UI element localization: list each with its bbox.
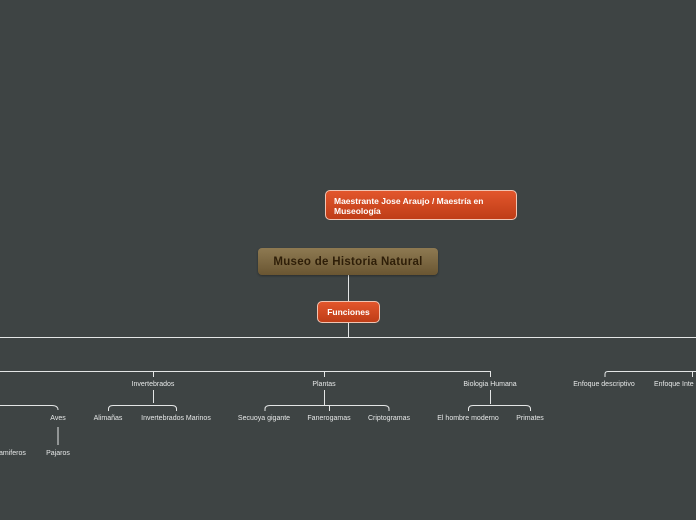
author-note-text: Maestrante Jose Araujo / Maestría en Mus… <box>334 196 484 216</box>
topic-fanerogamas[interactable]: Fanerogamas <box>307 415 351 422</box>
central-topic-node[interactable]: Museo de Historia Natural <box>258 248 438 275</box>
topic-pajaros[interactable]: Pajaros <box>46 450 70 457</box>
topic-el-hombre-moderno[interactable]: El hombre moderno <box>437 415 499 422</box>
funciones-text: Funciones <box>327 307 370 317</box>
topic-aves[interactable]: Aves <box>50 415 66 422</box>
topic-criptogramas[interactable]: Criptogramas <box>367 415 411 422</box>
topic-primates[interactable]: Primates <box>516 415 544 422</box>
topic-biologia-humana[interactable]: Biologia Humana <box>463 381 517 388</box>
topic-mamiferos-partial[interactable]: amiferos <box>0 450 26 457</box>
topic-invertebrados[interactable]: Invertebrados <box>131 381 175 388</box>
topic-invertebrados-marinos[interactable]: Invertebrados Marinos <box>141 415 211 422</box>
author-note-node[interactable]: Maestrante Jose Araujo / Maestría en Mus… <box>325 190 517 220</box>
topic-plantas[interactable]: Plantas <box>312 381 336 388</box>
funciones-node[interactable]: Funciones <box>317 301 380 323</box>
topic-enfoque-inte[interactable]: Enfoque Inte <box>654 381 694 388</box>
topic-secuoya-gigante[interactable]: Secuoya gigante <box>237 415 291 422</box>
topic-alimanas[interactable]: Alimañas <box>93 415 123 422</box>
central-topic-text: Museo de Historia Natural <box>273 255 423 268</box>
topic-enfoque-descriptivo[interactable]: Enfoque descriptivo <box>573 381 635 388</box>
